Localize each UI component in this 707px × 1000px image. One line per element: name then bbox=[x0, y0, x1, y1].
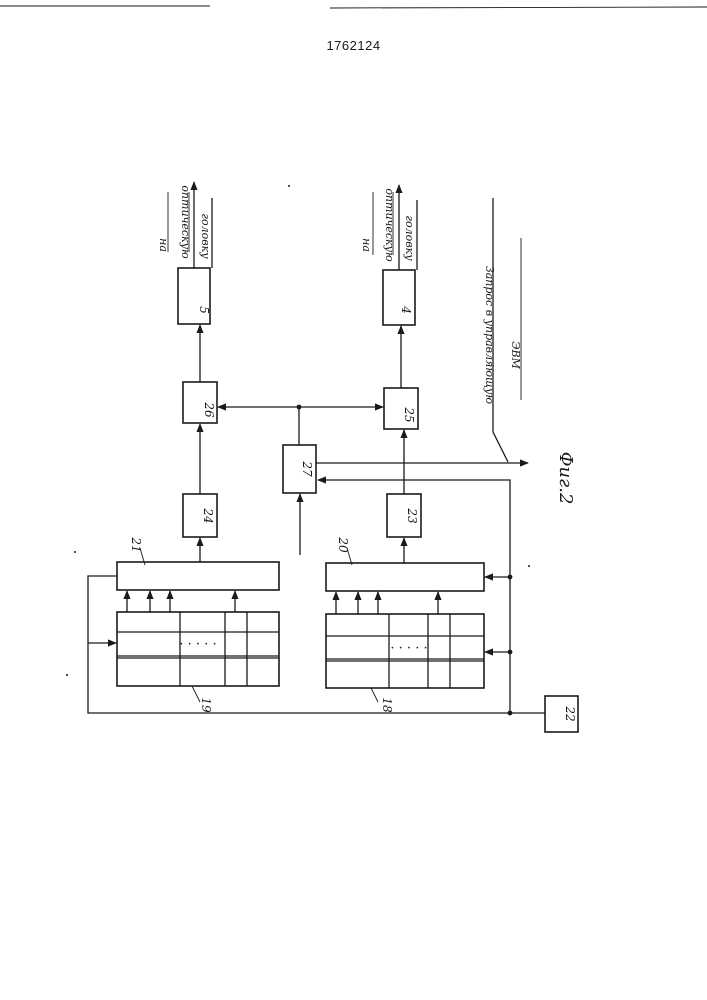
label-22: 22 bbox=[563, 705, 577, 721]
clock-bus-upper bbox=[88, 576, 510, 713]
block-4 bbox=[383, 270, 415, 325]
register-19-ellipsis: · · · · · bbox=[179, 637, 216, 652]
register-18-ellipsis: · · · · · bbox=[390, 641, 427, 656]
scan-speck bbox=[528, 565, 530, 567]
leader-19 bbox=[192, 686, 200, 702]
label-26: 26 bbox=[202, 401, 216, 418]
request-label-line2: ЭВМ bbox=[509, 341, 522, 370]
output-bottom-label-line2: оптическую bbox=[383, 188, 396, 262]
label-20: 20 bbox=[336, 536, 350, 553]
block-21 bbox=[117, 562, 279, 590]
label-24: 24 bbox=[201, 507, 215, 523]
junction-dot bbox=[508, 650, 513, 655]
junction-dot bbox=[508, 575, 513, 580]
scan-speck bbox=[74, 551, 76, 553]
output-bottom-label-line1: на bbox=[360, 238, 373, 252]
scan-speck bbox=[66, 674, 68, 676]
scan-speck bbox=[288, 185, 290, 187]
output-top-label-line3: головку bbox=[199, 213, 212, 259]
scan-edge-line bbox=[330, 7, 707, 8]
label-4: 4 bbox=[399, 305, 413, 314]
label-18: 18 bbox=[380, 697, 394, 713]
leader-18 bbox=[371, 688, 378, 702]
block-20 bbox=[326, 563, 484, 591]
label-23: 23 bbox=[405, 507, 419, 524]
figure-caption: Фиг.2 bbox=[555, 452, 576, 505]
label-27: 27 bbox=[300, 460, 314, 477]
output-top-label-line2: оптическую bbox=[179, 185, 192, 259]
label-25: 25 bbox=[402, 406, 416, 422]
label-19: 19 bbox=[199, 697, 213, 713]
output-bottom-label-line3: головку bbox=[403, 215, 416, 261]
block-5 bbox=[178, 268, 210, 324]
label-5: 5 bbox=[197, 306, 211, 314]
request-label-line1: Запрос в управляющую bbox=[483, 266, 496, 405]
label-21: 21 bbox=[129, 536, 143, 552]
